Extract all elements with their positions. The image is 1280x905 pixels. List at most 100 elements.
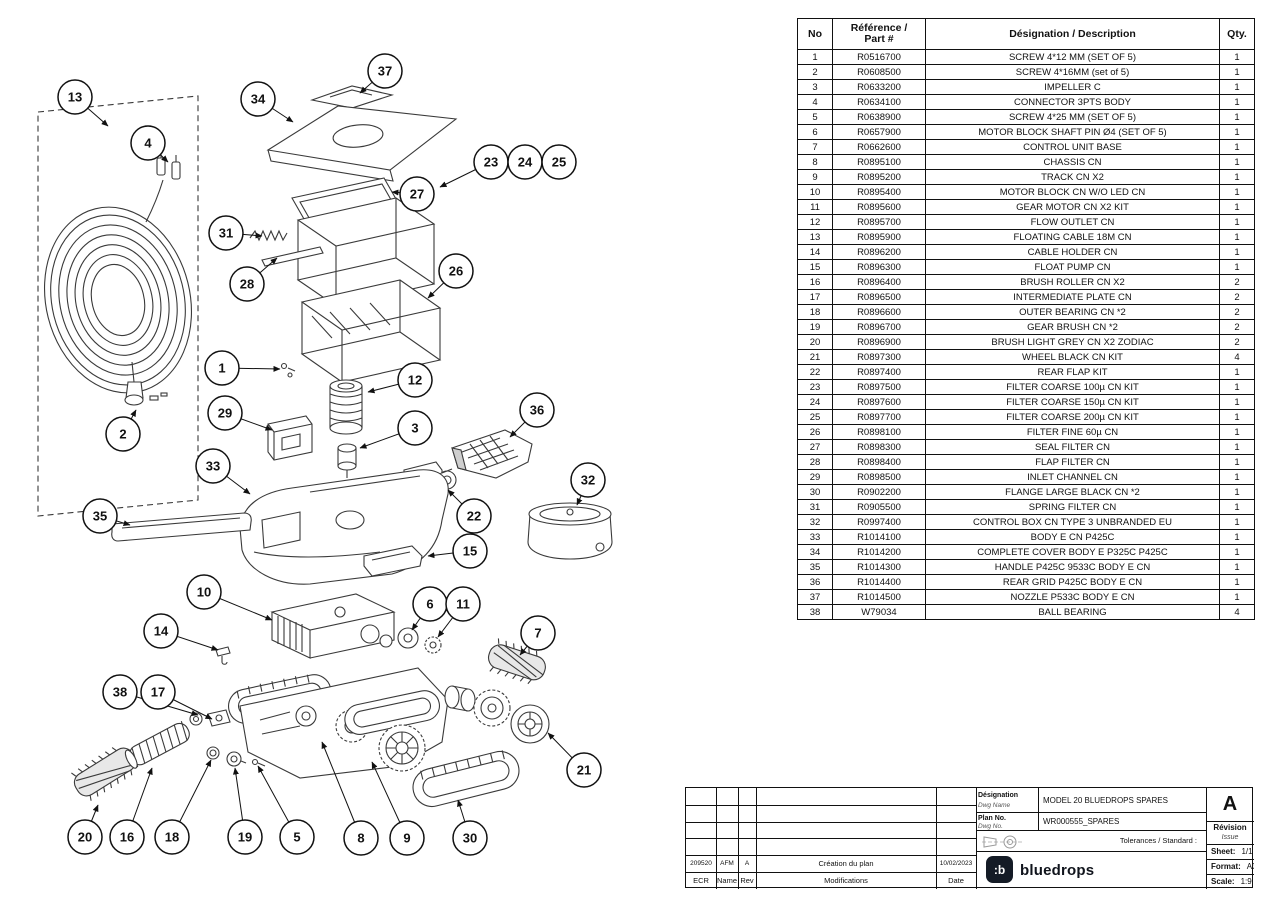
cell-qty: 4 — [1219, 604, 1255, 620]
callout-balloon: 35 — [82, 498, 118, 534]
format-value: A3 — [1246, 862, 1254, 871]
callout-number: 26 — [449, 264, 463, 279]
cell-part-number: R0896400 — [832, 274, 926, 290]
cell-qty: 1 — [1219, 214, 1255, 230]
cell-qty: 1 — [1219, 469, 1255, 485]
projection-symbol-icon — [982, 835, 1022, 849]
bluedrops-logo-icon: :b — [986, 856, 1013, 883]
callout-number: 28 — [240, 277, 254, 292]
callout-balloon: 31 — [208, 215, 244, 251]
callout-number: 34 — [251, 92, 266, 107]
intermediate-plate-part — [207, 709, 231, 727]
cell-qty: 1 — [1219, 514, 1255, 530]
format-field: Format: A3 — [1206, 859, 1254, 874]
cell-no: 15 — [797, 259, 833, 275]
col-header-description: Désignation / Description — [925, 18, 1220, 50]
history-modifications-header: Modifications — [824, 876, 868, 885]
cell-part-number: R0895600 — [832, 199, 926, 215]
cell-qty: 2 — [1219, 334, 1255, 350]
cell-part-number: R0898500 — [832, 469, 926, 485]
cell-part-number: W79034 — [832, 604, 926, 620]
callout-number: 8 — [357, 831, 364, 846]
cell-part-number: R0897300 — [832, 349, 926, 365]
table-header-row: No Référence / Part # Désignation / Desc… — [797, 18, 1255, 50]
dwg-name-value: MODEL 20 BLUEDROPS SPARES — [1043, 795, 1168, 805]
drive-wheel-part — [378, 724, 426, 772]
cell-description: FILTER FINE 60µ CN — [925, 424, 1220, 440]
cell-qty: 1 — [1219, 109, 1255, 125]
cell-description: BRUSH LIGHT GREY CN X2 ZODIAC — [925, 334, 1220, 350]
callout-balloon: 1 — [204, 350, 240, 386]
callout-number: 9 — [403, 831, 410, 846]
callout-number: 24 — [518, 155, 533, 170]
cell-qty: 1 — [1219, 79, 1255, 95]
callout-number: 19 — [238, 830, 252, 845]
cell-qty: 1 — [1219, 439, 1255, 455]
callout-number: 4 — [144, 136, 152, 151]
rear-grid-part — [451, 429, 533, 479]
cell-description: CONTROL BOX CN TYPE 3 UNBRANDED EU — [925, 514, 1220, 530]
cell-description: CHASSIS CN — [925, 154, 1220, 170]
outer-bearing-part — [206, 746, 220, 760]
cell-no: 26 — [797, 424, 833, 440]
sheet-label: Sheet: — [1211, 847, 1236, 856]
cell-no: 27 — [797, 439, 833, 455]
cell-no: 28 — [797, 454, 833, 470]
callout-number: 27 — [410, 187, 424, 202]
cell-qty: 1 — [1219, 589, 1255, 605]
cell-description: COMPLETE COVER BODY E P325C P425C — [925, 544, 1220, 560]
col-header-qty: Qty. — [1219, 18, 1255, 50]
bluedrops-logo-text: bluedrops — [1020, 862, 1095, 879]
revision-letter: A — [1222, 793, 1238, 815]
cell-qty: 1 — [1219, 244, 1255, 260]
callout-number: 10 — [197, 585, 211, 600]
callout-number: 6 — [426, 597, 433, 612]
format-label: Format: — [1211, 862, 1241, 871]
col-header-no: No — [797, 18, 833, 50]
handle-part — [111, 512, 252, 542]
brush-roller-left-part — [124, 721, 190, 769]
filter-fine-part — [300, 279, 442, 383]
screw-part — [251, 758, 266, 767]
history-modification-value: Création du plan — [818, 859, 874, 868]
callout-balloon: 22 — [456, 498, 492, 534]
cell-qty: 1 — [1219, 49, 1255, 65]
wheel-black-part — [473, 689, 550, 744]
cell-qty: 1 — [1219, 94, 1255, 110]
cell-qty: 1 — [1219, 199, 1255, 215]
history-date-header: Date — [948, 876, 964, 885]
scale-value: 1:9 — [1240, 877, 1252, 886]
cell-no: 11 — [797, 199, 833, 215]
cover-part — [266, 105, 458, 182]
plan-no-label: Plan No. — [978, 815, 1007, 822]
cell-description: REAR FLAP KIT — [925, 364, 1220, 380]
callout-balloon: 24 — [507, 144, 543, 180]
callout-number: 22 — [467, 509, 481, 524]
callout-number: 23 — [484, 155, 498, 170]
cell-no: 36 — [797, 574, 833, 590]
callout-balloon: 27 — [399, 176, 435, 212]
callout-balloon: 2 — [105, 416, 141, 452]
cell-description: FLOAT PUMP CN — [925, 259, 1220, 275]
callout-number: 14 — [154, 624, 169, 639]
cell-no: 4 — [797, 94, 833, 110]
cell-description: WHEEL BLACK CN KIT — [925, 349, 1220, 365]
cell-no: 34 — [797, 544, 833, 560]
callout-balloon: 36 — [519, 392, 555, 428]
cell-qty: 2 — [1219, 304, 1255, 320]
cell-qty: 1 — [1219, 64, 1255, 80]
callout-number: 12 — [408, 373, 422, 388]
cell-qty: 1 — [1219, 574, 1255, 590]
